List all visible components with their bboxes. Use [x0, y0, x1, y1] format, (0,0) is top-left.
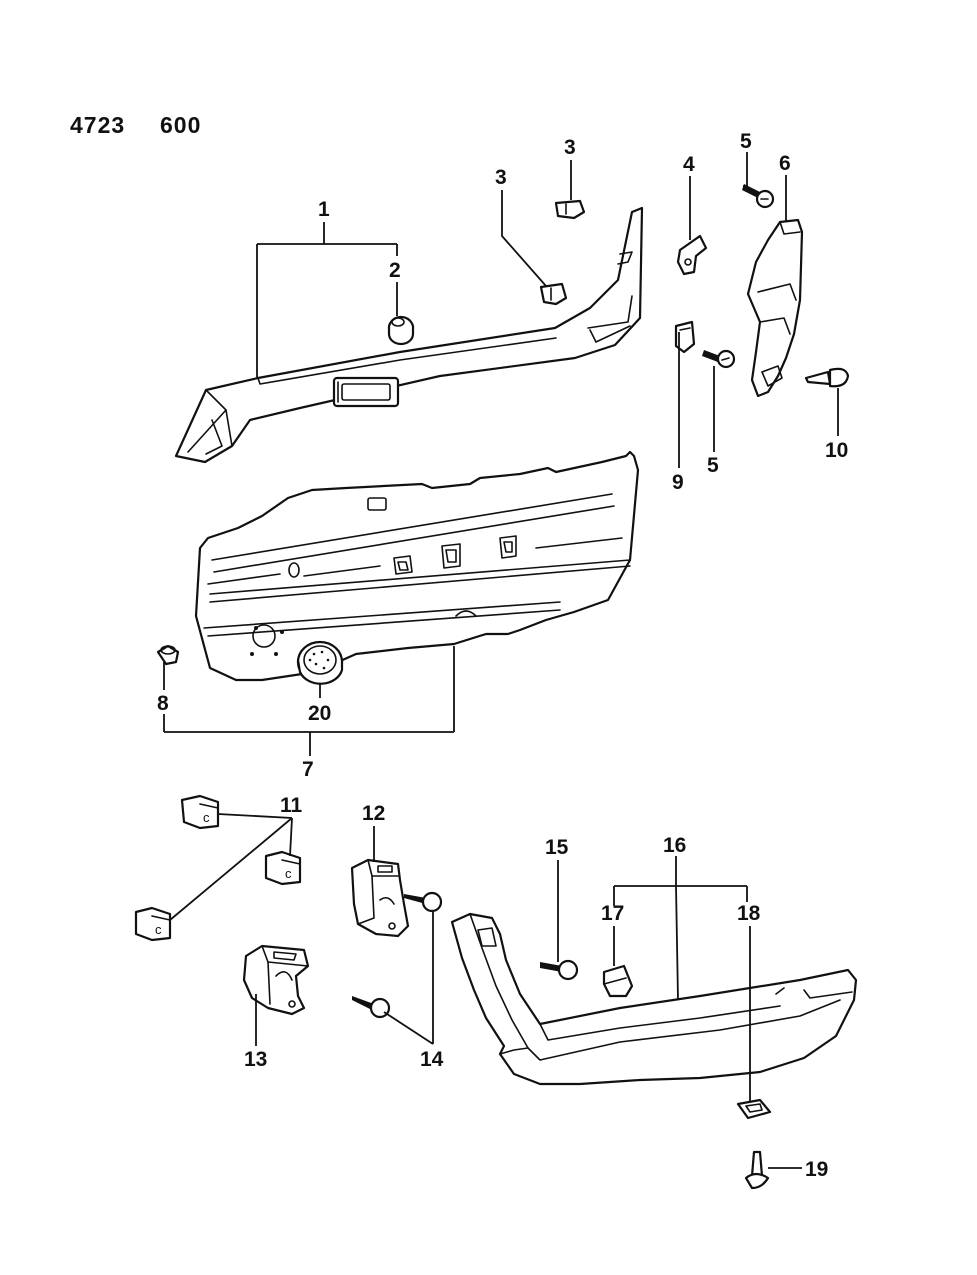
clip-9-icon	[674, 320, 696, 354]
screw-15-icon	[540, 959, 579, 981]
callout-3b: 3	[564, 136, 576, 159]
clip-11-middle-icon: c	[264, 850, 302, 886]
callout-labels: 1 2 3 3 4 5 5 6 7 8 9 10 11 12 13 14 15 …	[157, 130, 848, 1181]
clip-3-lower-icon	[539, 282, 568, 306]
screw-14-lower-icon	[352, 996, 391, 1019]
callout-5a: 5	[740, 130, 752, 153]
pillar-garnish-6	[746, 218, 804, 398]
armrest-bracket-12	[350, 858, 410, 938]
callout-12: 12	[362, 802, 385, 825]
callout-19: 19	[805, 1158, 828, 1181]
svg-text:c: c	[203, 810, 210, 825]
clip-3-upper-icon	[554, 199, 586, 220]
callout-7: 7	[302, 758, 314, 781]
callout-3a: 3	[495, 166, 507, 189]
callout-17: 17	[601, 902, 624, 925]
callout-5b: 5	[707, 454, 719, 477]
fastener-10-icon	[804, 367, 850, 388]
svg-text:c: c	[155, 922, 162, 937]
armrest-16	[450, 912, 858, 1086]
screw-5-lower-icon	[702, 349, 736, 369]
callout-14: 14	[420, 1048, 444, 1071]
screw-14-upper-icon	[404, 891, 443, 913]
fastener-19-icon	[744, 1150, 770, 1190]
callout-10: 10	[825, 439, 848, 462]
callout-2: 2	[389, 259, 401, 282]
leader-lines	[163, 152, 839, 1169]
clip-8-icon	[156, 644, 180, 666]
callout-9: 9	[672, 471, 684, 494]
callout-1: 1	[318, 198, 330, 221]
door-trim-panel	[194, 450, 640, 682]
clip-2-icon	[387, 315, 415, 346]
nut-18-icon	[736, 1098, 772, 1120]
speaker-grille-20	[296, 640, 344, 685]
callout-11: 11	[280, 794, 303, 817]
callout-4: 4	[683, 153, 695, 176]
diagram-code: 4723	[70, 112, 125, 138]
diagram-page: 600	[160, 112, 201, 138]
callout-16: 16	[663, 834, 686, 857]
cap-17-icon	[602, 964, 634, 998]
bracket-4-icon	[676, 234, 708, 276]
armrest-bracket-13	[242, 944, 310, 1016]
clip-11-bottom-icon: c	[134, 906, 172, 942]
callout-18: 18	[737, 902, 761, 925]
callout-6: 6	[779, 152, 791, 175]
svg-text:c: c	[285, 866, 292, 881]
clip-11-top-icon: c	[180, 794, 220, 830]
upper-trim-garnish	[174, 206, 644, 464]
callout-15: 15	[545, 836, 569, 859]
callout-13: 13	[244, 1048, 267, 1071]
callout-8: 8	[157, 692, 169, 715]
callout-20: 20	[308, 702, 331, 725]
screw-5-upper-icon	[742, 184, 775, 209]
